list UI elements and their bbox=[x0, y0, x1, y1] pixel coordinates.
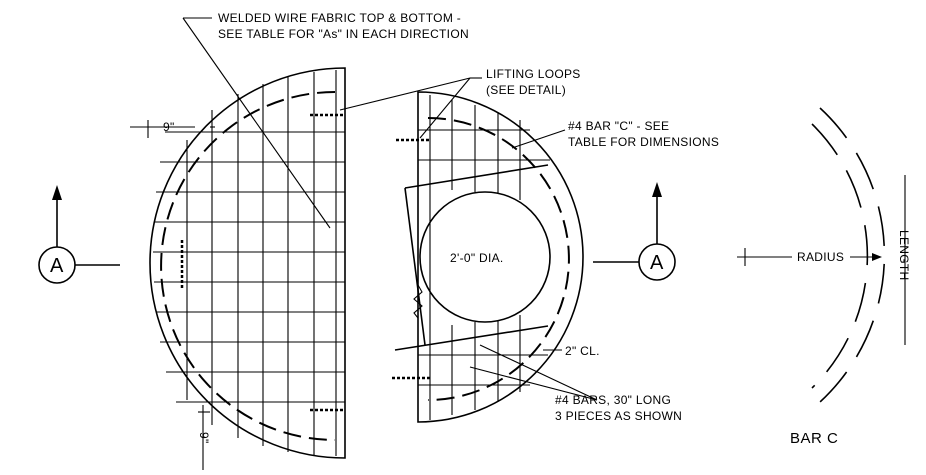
callout-4-bars: #4 BARS, 30" LONG 3 PIECES AS SHOWN bbox=[469, 344, 682, 423]
right-half-slab: 2'-0" DIA. 2" CL. bbox=[392, 91, 600, 423]
callout-wwf: WELDED WIRE FABRIC TOP & BOTTOM - SEE TA… bbox=[182, 11, 469, 229]
callout-lifting-loops: LIFTING LOOPS (SEE DETAIL) bbox=[339, 67, 581, 139]
left-bar-c-dashed bbox=[160, 91, 336, 441]
section-label-left: A bbox=[50, 255, 64, 277]
right-bar-c-dashed bbox=[427, 117, 570, 401]
opening-dia-label: 2'-0" DIA. bbox=[450, 251, 504, 265]
section-marker-left: A bbox=[38, 185, 120, 284]
bar-c-inner-arc bbox=[811, 123, 869, 389]
bar-c-callout-line2: TABLE FOR DIMENSIONS bbox=[568, 135, 719, 149]
left-half-slab: 9" 9" bbox=[130, 67, 346, 470]
dim-9-bottom: 9" bbox=[197, 432, 211, 444]
clear-cover-label: 2" CL. bbox=[565, 344, 600, 358]
bar-c-callout-line1: #4 BAR "C" - SEE bbox=[568, 119, 669, 133]
bars-callout-line1: #4 BARS, 30" LONG bbox=[555, 393, 671, 407]
section-marker-right: A bbox=[593, 182, 676, 281]
wwf-label-line2: SEE TABLE FOR "As" IN EACH DIRECTION bbox=[218, 27, 469, 41]
left-lifting-loops bbox=[180, 113, 345, 412]
length-label: LENGTH bbox=[897, 230, 911, 280]
radius-label: RADIUS bbox=[797, 250, 844, 264]
left-wire-fabric-horizontal bbox=[153, 131, 345, 403]
bars-callout-line2: 3 PIECES AS SHOWN bbox=[555, 409, 682, 423]
left-wire-fabric-vertical bbox=[186, 70, 337, 456]
right-wire-fabric bbox=[418, 95, 550, 420]
dim-9-top: 9" bbox=[163, 120, 175, 134]
bar-c-detail: RADIUS LENGTH BAR C bbox=[737, 107, 911, 447]
zigzag-symbol bbox=[413, 284, 423, 319]
right-4-bars-30in bbox=[394, 164, 549, 351]
lifting-loops-line2: (SEE DETAIL) bbox=[486, 83, 566, 97]
right-slab-outline bbox=[417, 91, 584, 423]
section-label-right: A bbox=[650, 252, 664, 274]
opening-2ft-dia bbox=[419, 191, 551, 323]
bar-c-title: BAR C bbox=[790, 430, 838, 447]
lifting-loops-line1: LIFTING LOOPS bbox=[486, 67, 581, 81]
right-lifting-loops bbox=[392, 138, 430, 380]
wwf-label-line1: WELDED WIRE FABRIC TOP & BOTTOM - bbox=[218, 11, 461, 25]
callout-bar-c: #4 BAR "C" - SEE TABLE FOR DIMENSIONS bbox=[511, 119, 719, 149]
